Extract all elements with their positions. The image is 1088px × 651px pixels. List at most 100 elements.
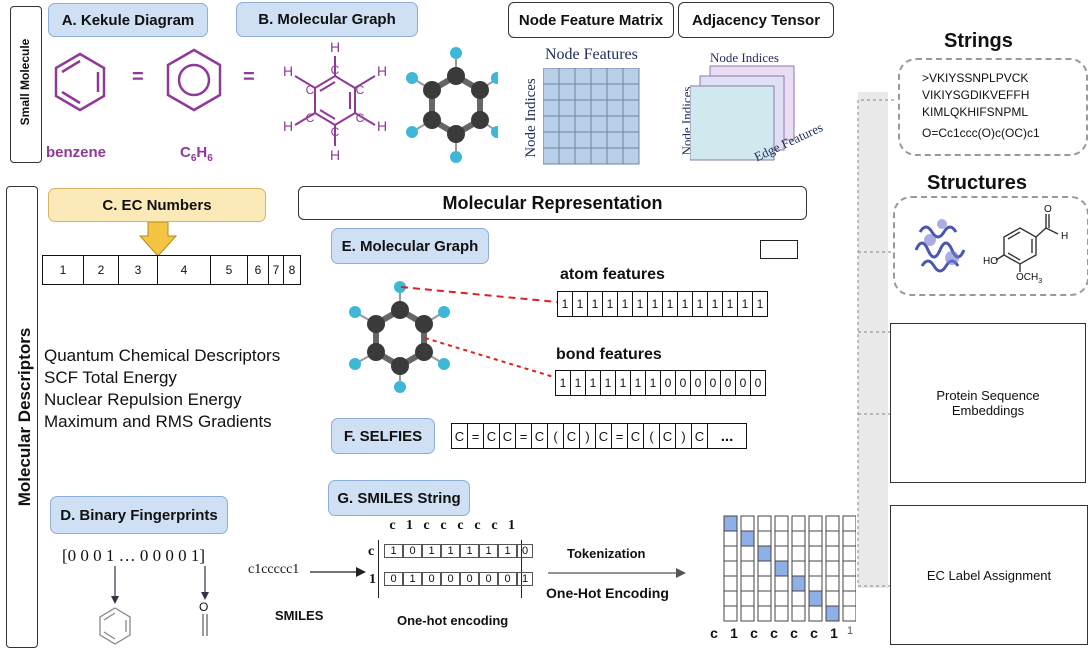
onehot-grid-cell [808,515,823,532]
bond-cell: 0 [706,371,721,395]
ec-numbers-title: C. EC Numbers [48,188,266,222]
selfies-token: C [660,424,676,448]
onehot-grid [723,515,856,622]
atom-cell: 1 [738,292,753,316]
onehot-grid-cell [774,575,789,592]
onehot-grid-cell [757,575,772,592]
ball-stick-graph-e [349,281,450,393]
benzene-aromatic-icon [166,48,222,112]
structural-atom-labels: H H H H H H C C C C C C [283,39,387,163]
onehot-grid-cell [723,560,738,577]
onehot-row-2: 0 1 0 0 0 0 0 1 [384,572,533,586]
small-molecule-label: Small Molecule [18,38,32,126]
selfies-token: ( [644,424,660,448]
onehot-grid-cell [723,545,738,562]
structure-ho-label: HO [983,256,998,267]
onehot-cell: 1 [403,572,422,586]
tokenization-arrow-icon [548,568,686,578]
ec-cell: 7 [269,256,284,284]
smiles-arrow-icon [310,567,366,577]
col-token: c [491,518,498,533]
selfies-token: C [596,424,612,448]
onehot-cell: 1 [384,544,403,558]
down-arrow-icon [138,222,178,257]
onehot-grid-cell [791,545,806,562]
equals-sign-1: = [132,66,144,88]
onehot-grid-cell [740,530,755,547]
string-line: KIMLQKHIFSNPML [922,105,1029,119]
onehot-cell: 1 [460,544,479,558]
node-feature-grid [543,68,640,165]
connector-lines [857,99,894,587]
structure-och3-label: OCH3 [1016,272,1042,285]
selfies-token: C [532,424,548,448]
onehot-col-tokens: c 1 c c c c c 1 [384,518,520,534]
ec-cell: 6 [248,256,269,284]
kekule-diagram-title: A. Kekule Diagram [48,3,208,37]
descriptor-list: Quantum Chemical Descriptors SCF Total E… [44,345,280,433]
onehot-grid-cell [723,530,738,547]
string-line: >VKIYSSNPLPVCK [922,71,1029,85]
col-token: c [474,518,481,533]
tensor-node-indices-top: Node Indices [710,50,779,65]
onehot-cell: 0 [517,544,533,558]
svg-text:C: C [356,111,365,125]
bond-cell: 1 [646,371,661,395]
benzene-kekule-icon [54,52,106,112]
och3-main: OCH [1016,272,1039,283]
onehot-cell: 0 [441,572,460,586]
onehot-grid-cell [842,605,856,622]
onehot-grid-cell [808,530,823,547]
col-token: c [423,518,430,533]
adjacency-tensor-stack [690,65,795,161]
molecular-descriptors-label: Molecular Descriptors [15,327,34,507]
strings-box [898,58,1088,156]
selfies-cells: C = C C = C ( C ) C = C ( C ) C ... [451,423,747,449]
fingerprint-vector: [0 0 0 1 … 0 0 0 0 1] [62,546,206,565]
selfies-more: ... [720,427,734,445]
binary-fingerprints-title: D. Binary Fingerprints [50,496,228,534]
ec-cell: 2 [84,256,119,284]
protein-embeddings-box: Protein Sequence Embeddings [890,323,1086,483]
atom-cell: 1 [648,292,663,316]
onehot-grid-cell [791,515,806,532]
strings-title: Strings [944,30,1013,52]
fingerprint-arrows [99,566,209,645]
carbonyl-icon [202,614,208,636]
right-panel-bg [858,92,888,588]
onehot-grid-cell [723,605,738,622]
molecular-representation-title: Molecular Representation [298,186,807,220]
onehot-cell: 0 [460,572,479,586]
onehot-cell: 1 [441,544,460,558]
bond-cell: 1 [571,371,586,395]
onehot-grid-cell [723,515,738,532]
formula-sub-h: 6 [207,153,213,164]
node-features-header: Node Features [545,46,638,63]
onehot-cell: 0 [422,572,441,586]
bond-cell: 1 [586,371,601,395]
bottom-token: c [770,625,778,641]
blank-placeholder-box [760,240,798,259]
onehot-bracket [378,540,522,598]
string-line: VIKIYSGDIKVEFFH [922,88,1030,102]
onehot-grid-cell [757,605,772,622]
bond-cell: 0 [721,371,736,395]
onehot-grid-cell [791,605,806,622]
bottom-token: 1 [830,625,838,641]
atom-cell: 1 [633,292,648,316]
molecular-graph-e-title: E. Molecular Graph [331,228,489,264]
atom-cell: 1 [558,292,573,316]
benzene-small-icon [99,607,131,645]
onehot-grid-cell [723,590,738,607]
bottom-token: c [810,625,818,641]
selfies-token: C [628,424,644,448]
selfies-token: = [468,424,484,448]
atom-feature-cells: 1 1 1 1 1 1 1 1 1 1 1 1 1 1 [557,291,768,317]
onehot-grid-cell [774,590,789,607]
onehot-bottom-tokens: c 1 c c c c 1 1 [704,625,856,641]
ec-cell: 8 [288,263,296,277]
onehot-row-token-1: 1 [369,572,376,587]
onehot-grid-cell [740,605,755,622]
adjacency-tensor-title: Adjacency Tensor [678,2,834,38]
bond-feature-cells: 1 1 1 1 1 1 1 0 0 0 0 0 0 0 [555,370,766,396]
